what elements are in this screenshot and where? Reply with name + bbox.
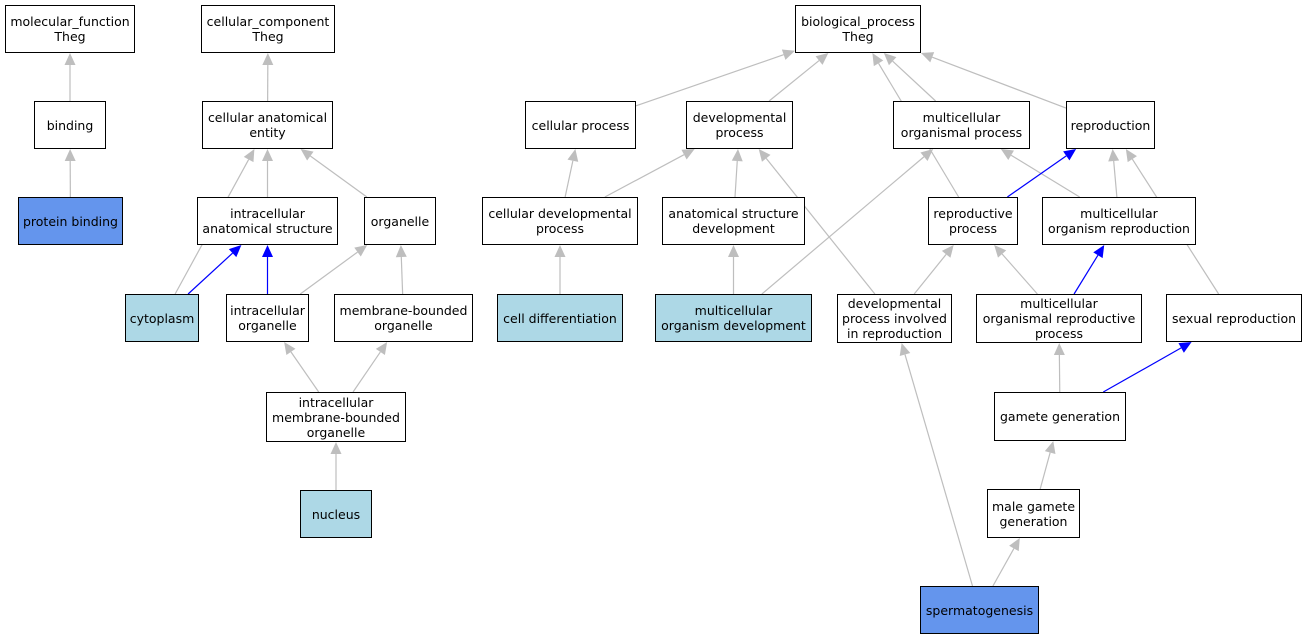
arrowhead-intracellular_membrane_bounded_organelle-to-intracellular_organelle [284,342,296,355]
arrowhead-intracellular_organelle-to-organelle [354,245,368,257]
arrowhead-protein_binding-to-binding [64,149,76,162]
edge-multicellular_organism_reproduction-to-reproduction [1113,160,1118,198]
edge-reproduction-to-biological_process [932,56,1067,109]
edge-multicellular_organismal_reproductive_process-to-reproductive_process [1001,253,1038,295]
arrowhead-spermatogenesis-to-developmental_process_involved_in_reproduction [899,343,911,357]
arrowhead-intracellular_organelle-to-intracellular_anatomical_structure [262,245,273,257]
edge-developmental_process-to-biological_process [768,60,820,102]
arrowhead-cell_differentiation-to-cellular_developmental_process [554,245,566,257]
arrowhead-multicellular_organismal_reproductive_process-to-multicellular_organism_reproduction [1093,245,1105,259]
edge-membrane_bounded_organelle-to-organelle [400,256,404,295]
arrowhead-sexual_reproduction-to-reproduction [1125,149,1137,163]
arrowhead-multicellular_organism_reproduction-to-multicellular_organismal_process [1000,149,1014,160]
multicellular-organism-development-node[interactable]: multicellular organism development [655,294,812,342]
organelle-node[interactable]: organelle [364,197,436,245]
arrowhead-developmental_process-to-biological_process [815,53,829,65]
arrowhead-reproduction-to-biological_process [921,52,935,63]
arrowhead-multicellular_organismal_process-to-biological_process [883,53,897,66]
edge-cytoplasm-to-intracellular_anatomical_structure [187,252,233,295]
developmental-process-involved-in-reproduction-node[interactable]: developmental process involved in reprod… [837,294,952,343]
edge-intracellular_membrane_bounded_organelle-to-membrane_bounded_organelle [352,351,381,393]
edge-anatomical_structure_development-to-developmental_process [734,160,738,198]
arrowhead-male_gamete_generation-to-gamete_generation [1044,441,1056,455]
edge-intracellular_membrane_bounded_organelle-to-intracellular_organelle [290,351,320,393]
reproductive-process-node[interactable]: reproductive process [928,197,1018,245]
edge-multicellular_organismal_process-to-biological_process [892,60,937,102]
gamete-generation-node[interactable]: gamete generation [994,392,1126,441]
multicellular-organism-reproduction-node[interactable]: multicellular organism reproduction [1042,197,1196,245]
edge-multicellular_organismal_reproductive_process-to-multicellular_organism_reproduction [1073,254,1099,295]
arrowhead-multicellular_organism_development-to-multicellular_organismal_process [920,149,934,161]
arrowhead-binding-to-molecular_function [64,53,76,65]
arrowhead-reproductive_process-to-reproduction [1063,149,1077,161]
arrowhead-intracellular_membrane_bounded_organelle-to-membrane_bounded_organelle [375,342,388,356]
arrowhead-cellular_developmental_process-to-cellular_process [567,149,579,162]
edge-cellular_process-to-biological_process [635,54,784,107]
binding-node[interactable]: binding [34,101,106,149]
developmental-process-node[interactable]: developmental process [686,101,793,149]
edge-gamete_generation-to-sexual_reproduction [1102,347,1182,393]
cellular-component-node[interactable]: cellular_component Theg [201,5,335,53]
edge-spermatogenesis-to-male_gamete_generation [992,548,1015,587]
multicellular-organismal-process-node[interactable]: multicellular organismal process [893,101,1030,149]
edge-organelle-to-cellular_anatomical_entity [309,155,368,198]
cellular-developmental-process-node[interactable]: cellular developmental process [482,197,638,245]
membrane-bounded-organelle-node[interactable]: membrane-bounded organelle [334,294,473,342]
arrowhead-gamete_generation-to-sexual_reproduction [1178,342,1192,353]
edge-male_gamete_generation-to-gamete_generation [1039,452,1051,490]
male-gamete-generation-node[interactable]: male gamete generation [987,489,1080,538]
anatomical-structure-development-node[interactable]: anatomical structure development [662,197,805,245]
arrowhead-spermatogenesis-to-male_gamete_generation [1009,538,1020,552]
arrowhead-multicellular_organism_reproduction-to-reproduction [1108,149,1120,162]
arrowhead-developmental_process_involved_in_reproduction-to-developmental_process [758,149,771,162]
edge-cellular_developmental_process-to-developmental_process [604,154,685,198]
cellular-process-node[interactable]: cellular process [525,101,636,149]
arrowhead-membrane_bounded_organelle-to-organelle [395,245,407,258]
arrowhead-multicellular_organism_development-to-anatomical_structure_development [728,245,739,257]
intracellular-anatomical-structure-node[interactable]: intracellular anatomical structure [197,197,338,245]
arrowhead-developmental_process_involved_in_reproduction-to-reproductive_process [941,245,954,258]
arrowhead-nucleus-to-intracellular_membrane_bounded_organelle [330,442,342,454]
edge-intracellular_organelle-to-organelle [299,251,358,295]
arrowhead-cellular_anatomical_entity-to-cellular_component [262,53,274,66]
edge-developmental_process_involved_in_reproduction-to-developmental_process [765,157,876,295]
cell-differentiation-node[interactable]: cell differentiation [497,294,623,342]
arrowhead-cellular_process-to-biological_process [781,49,795,60]
sexual-reproduction-node[interactable]: sexual reproduction [1166,294,1302,342]
intracellular-organelle-node[interactable]: intracellular organelle [226,294,309,342]
arrowhead-reproductive_process-to-biological_process [872,53,884,67]
arrowhead-cellular_developmental_process-to-developmental_process [681,149,695,160]
edge-reproductive_process-to-reproduction [1007,155,1067,198]
arrowhead-multicellular_organismal_reproductive_process-to-reproductive_process [994,245,1007,258]
multicellular-organismal-reproductive-process-node[interactable]: multicellular organismal reproductive pr… [976,294,1142,343]
edge-spermatogenesis-to-developmental_process_involved_in_reproduction [904,354,974,587]
nucleus-node[interactable]: nucleus [300,490,372,538]
edge-multicellular_organism_reproduction-to-multicellular_organismal_process [1010,154,1080,198]
edge-multicellular_organism_development-to-multicellular_organismal_process [761,156,925,295]
molecular-function-node[interactable]: molecular_function Theg [5,5,135,53]
protein-binding-node[interactable]: protein binding [18,197,123,245]
intracellular-membrane-bounded-organelle-node[interactable]: intracellular membrane-bounded organelle [266,392,406,442]
arrowhead-anatomical_structure_development-to-developmental_process [731,149,743,162]
cellular-anatomical-entity-node[interactable]: cellular anatomical entity [202,101,333,149]
reproduction-node[interactable]: reproduction [1066,101,1155,149]
cytoplasm-node[interactable]: cytoplasm [125,294,199,342]
edge-developmental_process_involved_in_reproduction-to-reproductive_process [913,253,947,295]
arrowhead-cytoplasm-to-cellular_anatomical_entity [243,149,255,163]
arrowhead-intracellular_anatomical_structure-to-cellular_anatomical_entity [262,149,273,161]
spermatogenesis-node[interactable]: spermatogenesis [920,586,1039,634]
biological-process-node[interactable]: biological_process Theg [795,5,921,53]
arrowhead-gamete_generation-to-multicellular_organismal_reproductive_process [1053,343,1065,356]
arrowhead-cytoplasm-to-intracellular_anatomical_structure [228,245,242,258]
edge-cellular_developmental_process-to-cellular_process [564,160,574,198]
arrowhead-organelle-to-cellular_anatomical_entity [300,149,314,161]
